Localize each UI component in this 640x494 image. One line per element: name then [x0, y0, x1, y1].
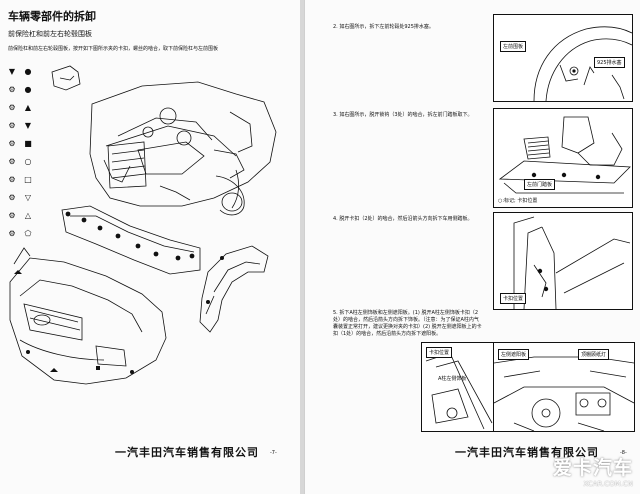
step-2-text: 2. 如右图所示，拆下左前轮毂处925排水塞。 [333, 24, 434, 30]
company-footer: 一汽丰田汽车销售有限公司 [115, 446, 259, 459]
label-door-scuff-plate: 左前门踏板 [524, 179, 556, 190]
page-title: 车辆零部件的拆卸 [8, 10, 96, 23]
step-3-text: 3. 如右图所示，脱开锁钩（3处）的啮合，拆左前门踏板取下。 [333, 112, 473, 118]
legend-row: ⚙▲ [8, 102, 32, 112]
seat-and-sill-drawing [498, 116, 631, 194]
page-gutter [300, 0, 304, 494]
figure-sun-visor: 左侧遮阳板 顶棚顾纸灯 [493, 342, 635, 432]
section-subtitle: 前保险杠和前左右轮毂围板 [8, 30, 92, 38]
label-clip-position: 卡扣位置 [500, 293, 527, 304]
figure-drain-plug: 左前围板 925排水塞 [493, 14, 633, 102]
wheel-housing-drawing [533, 26, 633, 102]
legend-row: ⚙⬠ [8, 228, 32, 238]
label-drain-plug: 925排水塞 [594, 57, 625, 68]
legend-row: ▼● [8, 66, 32, 76]
dashboard-drawing [493, 356, 635, 432]
legend-row: ⚙○ [8, 156, 32, 166]
legend-row: ⚙● [8, 84, 32, 94]
label-dome-light: 顶棚顾纸灯 [578, 349, 610, 360]
intro-text: 前保险杠和前左右轮毂围板，按开如下图所示夹的卡扣，螺丝的啮合，取下前保险杠与左前… [8, 46, 219, 52]
company-footer: 一汽丰田汽车销售有限公司 [455, 446, 599, 459]
figure-a-pillar: 卡扣位置 A柱左侧饰板 [421, 342, 495, 432]
label-a-pillar-trim: A柱左侧饰板 [438, 376, 467, 382]
left-page: 车辆零部件的拆卸 前保险杠和前左右轮毂围板 前保险杠和前左右轮毂围板，按开如下图… [0, 0, 301, 494]
step-4-text: 4. 脱开卡扣（2处）的啮合，然后沿箭头方向拆下车用侧踏板。 [333, 216, 473, 222]
symbol-legend: ▼● ⚙● ⚙▲ ⚙▼ ⚙■ ⚙○ ⚙□ ⚙▽ ⚙△ ⚙⬠ [4, 62, 44, 242]
car-front-illustration [9, 65, 277, 385]
page-number: -8- [620, 450, 627, 456]
figure-side-trim: 卡扣位置 [493, 212, 633, 310]
right-page: 2. 如右图所示，拆下左前轮毂处925排水塞。 左前围板 925排水塞 3. 如… [304, 0, 640, 494]
door-opening-drawing [513, 216, 631, 310]
step-5-text: 5. 拆下A柱左侧饰板和左侧遮阳板。(1) 脱开A柱左侧饰板卡扣（2处）的啮合，… [333, 310, 482, 337]
legend-row: ⚙▼ [8, 120, 32, 130]
label-clip-legend: ○:标记; 卡扣位置 [498, 198, 538, 204]
legend-row: ⚙▽ [8, 192, 32, 202]
page-number: -7- [270, 450, 277, 456]
site-watermark: 爱卡汽车 XCAR.COM.CN [552, 457, 633, 488]
legend-row: ⚙△ [8, 210, 32, 220]
legend-row: ⚙□ [8, 174, 32, 184]
label-clip-position-2: 卡扣位置 [426, 347, 453, 358]
figure-door-scuff-plate: 左前门踏板 ○:标记; 卡扣位置 [493, 108, 633, 208]
legend-row: ⚙■ [8, 138, 32, 148]
label-left-front-fender: 左前围板 [500, 41, 527, 52]
label-sun-visor: 左侧遮阳板 [498, 349, 530, 360]
